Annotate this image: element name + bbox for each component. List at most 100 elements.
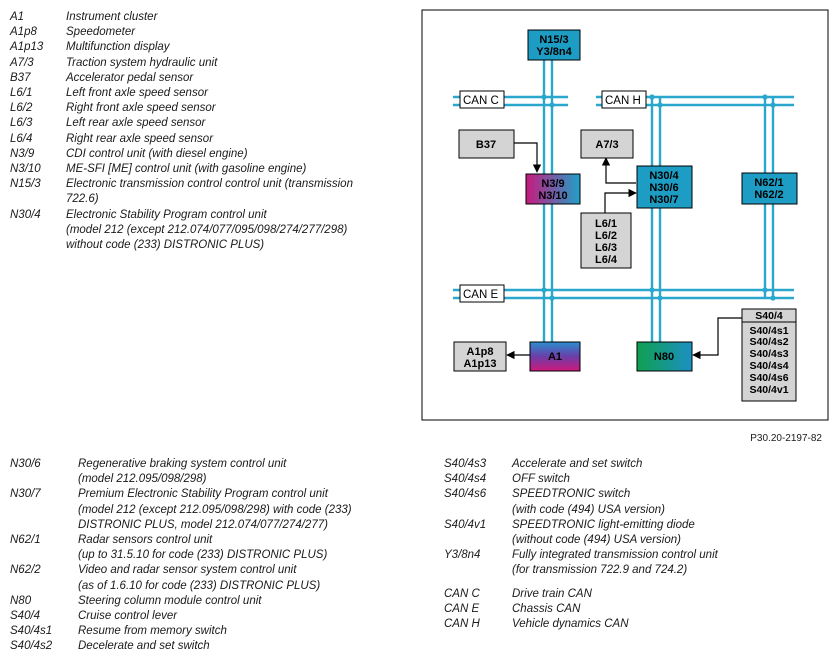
box-s40-line2: S40/4s1: [749, 325, 788, 337]
legend-description: OFF switch: [512, 473, 570, 486]
legend-description: ME-SFI [ME] control unit (with gasoline …: [66, 163, 307, 176]
legend-description: Resume from memory switch: [78, 625, 227, 638]
box-a7-3: [580, 129, 634, 159]
bus-junctions: [541, 94, 776, 301]
legend-row: L6/3 Left rear axle speed sensor: [10, 116, 353, 131]
legend-description: Video and radar sensor system control un…: [78, 564, 321, 592]
legend-description: Cruise control lever: [78, 610, 178, 623]
box-s40-line3: S40/4s2: [749, 336, 788, 348]
legend-code: L6/3: [10, 117, 33, 130]
legend-description: Vehicle dynamics CAN: [512, 618, 629, 631]
legend-description: Left front axle speed sensor: [66, 87, 208, 100]
box-b37: [458, 129, 515, 159]
box-n62: [741, 172, 798, 205]
figure-code: P30.20-2197-82: [750, 433, 822, 444]
box-s40-line5: S40/4s4: [749, 360, 788, 372]
box-l6-line1: L6/1: [595, 218, 617, 230]
legend-code: N3/10: [10, 163, 41, 176]
legend-code: N80: [10, 594, 32, 607]
legend-row: A1 Instrument cluster: [10, 10, 353, 25]
legend-description: Chassis CAN: [512, 602, 581, 615]
legend-description: Instrument cluster: [66, 11, 158, 23]
legend-row: A7/3 Traction system hydraulic unit: [10, 56, 353, 71]
legend-code: A1p8: [10, 26, 37, 39]
legend-code: S40/4s3: [444, 458, 487, 470]
box-l6-line2: L6/2: [595, 230, 617, 242]
legend-description: CDI control unit (with diesel engine): [66, 147, 248, 160]
box-n30-line1: N30/4: [649, 170, 679, 182]
legend-row: N62/1 Radar sensors control unit (up to 3…: [10, 533, 352, 563]
box-a1p: [453, 341, 507, 372]
legend-description: Traction system hydraulic unit: [66, 56, 218, 69]
legend-code: S40/4: [10, 610, 41, 623]
box-l6-line3: L6/3: [595, 242, 617, 254]
can-c-label: CAN C: [463, 95, 499, 107]
legend-code: S40/4s1: [10, 625, 53, 638]
box-b37-text: B37: [476, 139, 496, 151]
legend-code: S40/4v1: [444, 518, 487, 531]
box-n80-text: N80: [654, 351, 674, 363]
legend-description: Electronic Stability Program control uni…: [66, 208, 348, 252]
legend-code: L6/1: [10, 87, 33, 100]
legend-description: Right front axle speed sensor: [66, 102, 216, 115]
legend-description: Accelerate and set switch: [512, 458, 643, 470]
box-n62-line2: N62/2: [754, 189, 783, 201]
box-a1-text: A1: [548, 351, 562, 363]
legend-row: L6/1 Left front axle speed sensor: [10, 86, 353, 101]
box-l6: [580, 212, 632, 269]
box-a1p-line2: A1p13: [463, 358, 496, 370]
box-n62-line1: N62/1: [754, 177, 783, 189]
legend-code: S40/4s2: [10, 640, 53, 653]
box-s40-line6: S40/4s6: [749, 372, 788, 384]
box-n30-line3: N30/7: [649, 194, 678, 206]
legend-description: Regenerative braking system control unit…: [78, 458, 287, 486]
box-a1: [529, 341, 581, 372]
legend-code: N15/3: [10, 178, 41, 191]
legend-description: Multifunction display: [66, 41, 170, 54]
box-s40-line7: S40/4v1: [749, 384, 788, 396]
legend-description: Premium Electronic Stability Program con…: [78, 488, 352, 531]
box-n3: [525, 173, 581, 205]
box-a1p-line1: A1p8: [467, 346, 494, 358]
legend-code: S40/4s4: [444, 473, 487, 486]
legend-code: N62/1: [10, 534, 41, 547]
legend-row: S40/4 Cruise control lever: [10, 609, 352, 624]
box-s40-line1: S40/4: [755, 310, 783, 322]
legend-code: A7/3: [10, 56, 34, 69]
legend-code: L6/4: [10, 132, 33, 145]
box-n80: [636, 341, 693, 372]
legend-description: Radar sensors control unit (up to 31.5.1…: [78, 534, 328, 562]
legend-description: Steering column module control unit: [78, 594, 262, 607]
box-n15-3-line1: N15/3: [539, 34, 568, 46]
box-n30-line2: N30/6: [649, 182, 678, 194]
legend-row: S40/4s3 Accelerate and set switch: [444, 457, 718, 472]
legend-code: CAN E: [444, 602, 480, 615]
legend-code: A1: [10, 11, 25, 23]
box-n15-3-line2: Y3/8n4: [536, 46, 572, 58]
legend-description: Left rear axle speed sensor: [66, 117, 206, 130]
legend-row: S40/4s1 Resume from memory switch: [10, 624, 352, 639]
legend-row: CAN E Chassis CAN: [444, 602, 718, 617]
legend-code: N3/9: [10, 147, 35, 160]
box-n15-3: [527, 29, 581, 61]
legend-code: B37: [10, 71, 31, 84]
legend-code: Y3/8n4: [444, 549, 481, 562]
legend-code: L6/2: [10, 102, 33, 115]
legend-code: N62/2: [10, 564, 41, 577]
